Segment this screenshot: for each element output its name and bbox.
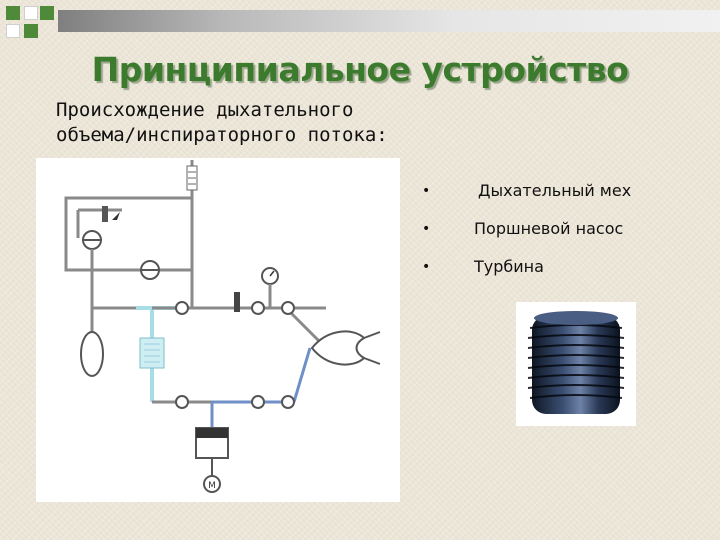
bullet-dot-icon: • [422,221,431,237]
humidifier-icon [139,337,165,369]
gauge-icon [261,267,279,308]
corner-square [24,6,38,20]
valve-icon [281,395,295,409]
bellows-icon [527,311,625,414]
bullet-dot-icon: • [422,259,431,275]
main-cylinder-pipe [136,306,186,402]
valve-icon [82,230,102,250]
bullet-item: • Поршневой насос [418,214,718,252]
valve-icon [251,395,265,409]
slide-subtitle: Происхождение дыхательного объема/инспир… [56,98,656,148]
subtitle-line: Происхождение дыхательного [56,99,354,121]
valve-icon [175,301,189,315]
valve-icon [281,301,295,315]
bullet-label: Дыхательный мех [478,181,632,200]
slide-title: Принципиальное устройство [91,50,629,89]
bullet-item: • Турбина [418,252,718,290]
bellows-photo [516,302,636,426]
regulator-loop-frame [64,196,194,272]
bag-pipe [90,249,326,334]
valve-icon [140,260,160,280]
schematic-svg: M [64,160,381,493]
regulator-loop [64,196,194,272]
pressure-regulator-icon [102,206,120,222]
corner-square [24,24,38,38]
bullet-list: • Дыхательный мех • Поршневой насос • Ту… [418,176,718,290]
bullet-item: • Дыхательный мех [418,176,718,214]
corner-decoration [0,0,56,50]
bullet-label: Поршневой насос [474,219,624,238]
gas-circuit-blue [210,347,312,428]
motor-label: M [208,481,216,491]
breathing-bag-icon [80,331,104,377]
subtitle-line: объема/инспираторного потока: [56,124,388,146]
bullet-dot-icon: • [422,183,431,199]
valve-icon [175,395,189,409]
corner-square [6,24,20,38]
pressure-sensor-icon [234,292,240,312]
supply-filter-icon [186,165,198,191]
ventilator-schematic: M [36,158,400,502]
piston-pump-icon [195,427,229,478]
corner-square [40,6,54,20]
header-gradient-bar [58,10,720,32]
motor-icon: M [203,475,221,493]
corner-square [6,6,20,20]
bullet-label: Турбина [474,257,544,276]
valve-icon [251,301,265,315]
patient-lungs-icon [310,330,381,366]
